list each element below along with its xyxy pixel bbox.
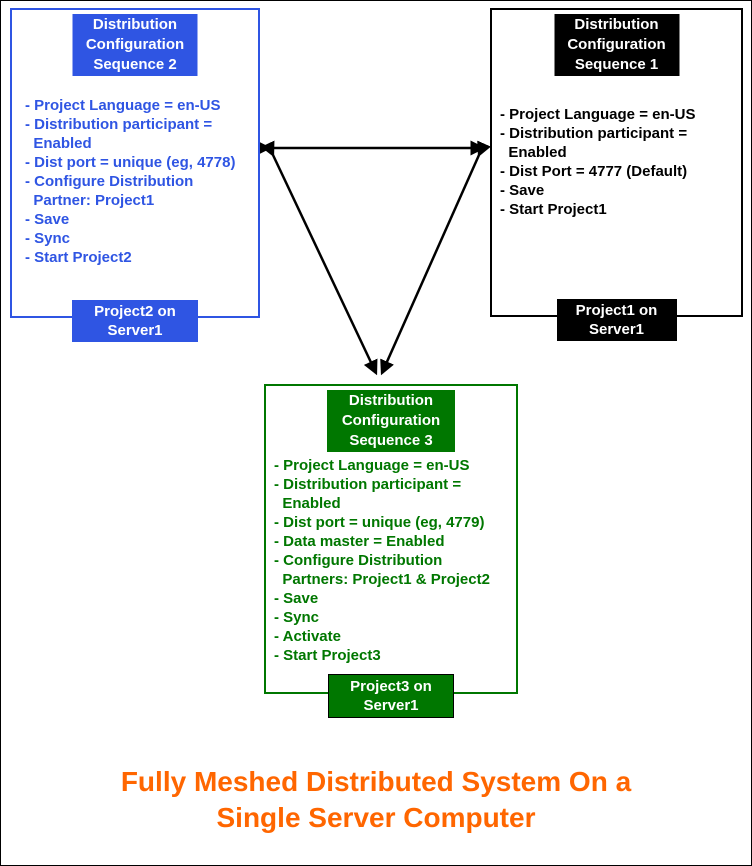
- node-project2-header: Distribution Configuration Sequence 2: [72, 14, 198, 76]
- config-step: - Dist port = unique (eg, 4778): [25, 154, 236, 171]
- node-project2-steps: - Project Language = en-US - Distributio…: [25, 96, 254, 267]
- config-step: - Configure Distribution Partner: Projec…: [25, 173, 194, 209]
- node-project2-footer: Project2 on Server1: [72, 300, 198, 342]
- config-step: - Project Language = en-US: [25, 97, 221, 114]
- config-step: - Save: [274, 590, 319, 607]
- config-step: - Distribution participant = Enabled: [25, 116, 213, 152]
- arrow-project2-project3: [260, 140, 378, 376]
- config-step: - Data master = Enabled: [274, 533, 445, 550]
- node-project3-steps: - Project Language = en-US - Distributio…: [274, 456, 512, 665]
- node-project1-footer: Project1 on Server1: [556, 299, 677, 341]
- config-step: - Save: [500, 182, 545, 199]
- config-step: - Dist Port = 4777 (Default): [500, 163, 688, 180]
- node-project1: Distribution Configuration Sequence 1 - …: [490, 8, 743, 341]
- node-project3: Distribution Configuration Sequence 3 - …: [264, 384, 518, 718]
- config-step: - Sync: [25, 230, 71, 247]
- config-step: - Configure Distribution Partners: Proje…: [274, 552, 490, 588]
- node-project2: Distribution Configuration Sequence 2 - …: [10, 8, 260, 342]
- config-step: - Distribution participant = Enabled: [274, 476, 462, 512]
- config-step: - Start Project3: [274, 647, 381, 664]
- config-step: - Distribution participant = Enabled: [500, 125, 688, 161]
- config-step: - Start Project1: [500, 201, 607, 218]
- config-step: - Project Language = en-US: [274, 457, 470, 474]
- node-project1-header: Distribution Configuration Sequence 1: [554, 14, 679, 76]
- node-project3-footer: Project3 on Server1: [328, 674, 454, 718]
- config-step: - Project Language = en-US: [500, 106, 696, 123]
- config-step: - Activate: [274, 628, 341, 645]
- arrow-project1-project3: [380, 140, 491, 376]
- config-step: - Sync: [274, 609, 320, 626]
- diagram-title: Fully Meshed Distributed System On a Sin…: [120, 766, 632, 833]
- node-project1-steps: - Project Language = en-US - Distributio…: [500, 105, 737, 219]
- config-step: - Dist port = unique (eg, 4779): [274, 514, 485, 531]
- config-step: - Start Project2: [25, 249, 132, 266]
- config-step: - Save: [25, 211, 70, 228]
- node-project3-header: Distribution Configuration Sequence 3: [327, 390, 455, 452]
